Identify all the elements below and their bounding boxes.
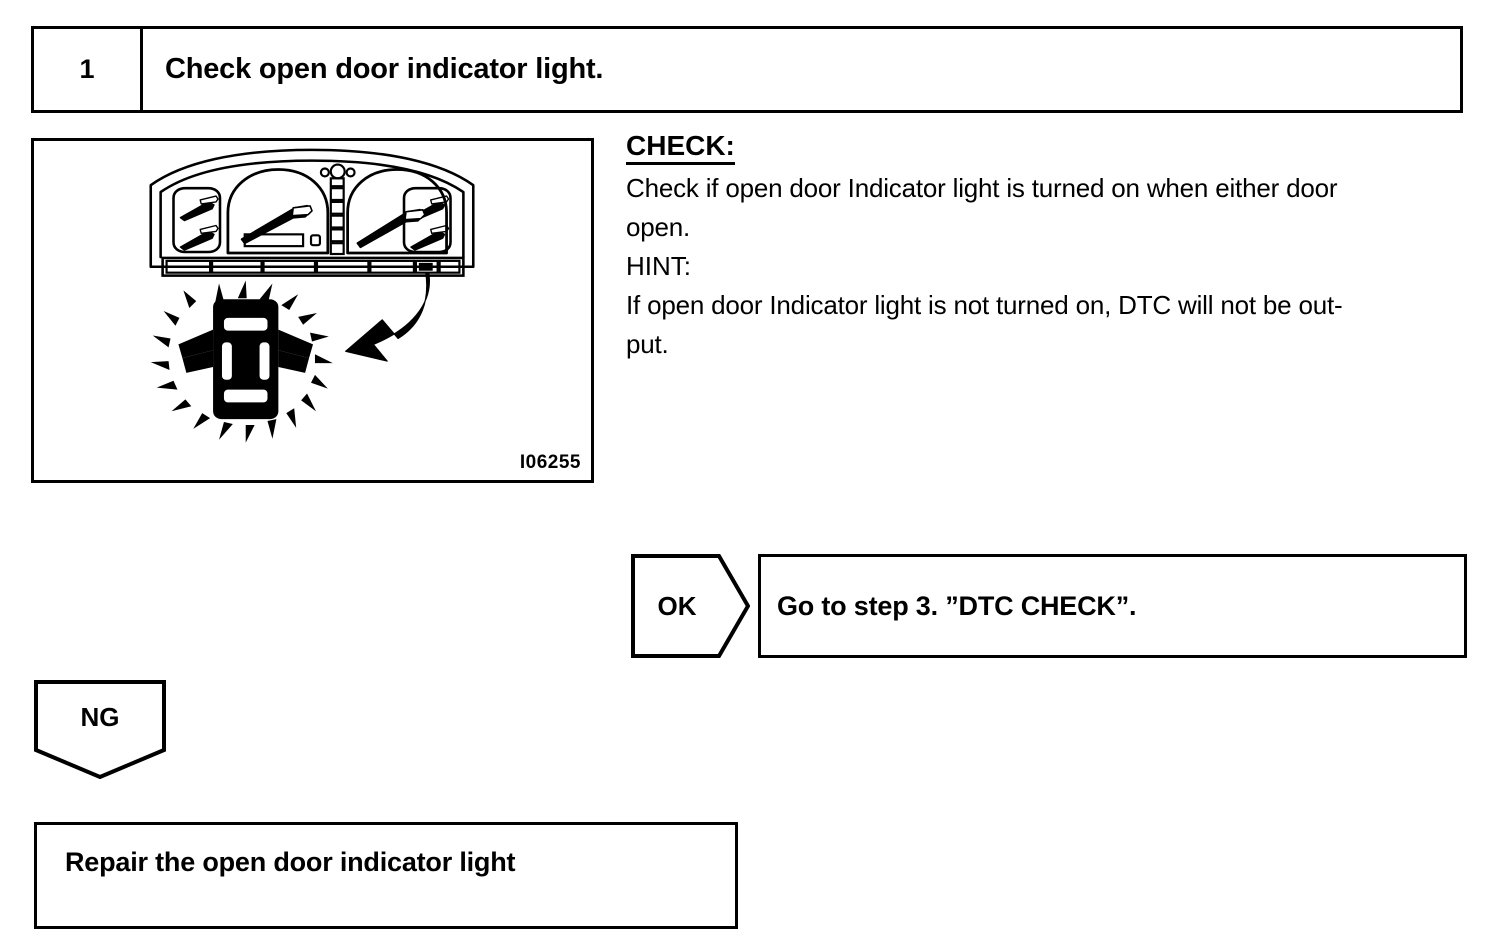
step-title: Check open door indicator light. [165, 53, 604, 85]
check-heading: CHECK: [626, 130, 735, 166]
step-number-cell: 1 [34, 29, 143, 110]
ok-branch: OK Go to step 3. ”DTC CHECK”. [631, 554, 1467, 658]
ng-badge: NG [34, 680, 166, 779]
check-line-2: open. [626, 212, 691, 243]
ok-badge: OK [631, 554, 750, 658]
callout-arrow [345, 272, 430, 362]
hint-line-1: If open door Indicator light is not turn… [626, 290, 1343, 321]
step-title-cell: Check open door indicator light. [143, 29, 1460, 110]
check-line-1: Check if open door Indicator light is tu… [626, 173, 1338, 204]
step-header-row: 1 Check open door indicator light. [31, 26, 1463, 113]
step-number: 1 [79, 54, 95, 84]
lit-indicator-segment [418, 262, 433, 271]
ng-result-box: Repair the open door indicator light [34, 822, 738, 929]
hint-line-2: put. [626, 329, 669, 360]
ng-result-label: Repair the open door indicator light [65, 847, 516, 877]
check-text-block: CHECK: Check if open door Indicator ligh… [626, 130, 1476, 364]
ok-result-box: Go to step 3. ”DTC CHECK”. [758, 554, 1467, 658]
open-door-indicator-icon [150, 280, 333, 443]
hint-heading: HINT: [626, 251, 691, 282]
ok-badge-label: OK [657, 590, 697, 621]
ng-badge-label: NG [80, 701, 120, 732]
figure-code: I06255 [519, 452, 581, 473]
ok-result-label: Go to step 3. ”DTC CHECK”. [777, 590, 1137, 621]
instrument-cluster-illustration [149, 148, 475, 443]
ok-arrow-shape [631, 554, 750, 658]
ng-arrow-shape [34, 680, 166, 779]
illustration-panel: I06255 [31, 138, 594, 483]
